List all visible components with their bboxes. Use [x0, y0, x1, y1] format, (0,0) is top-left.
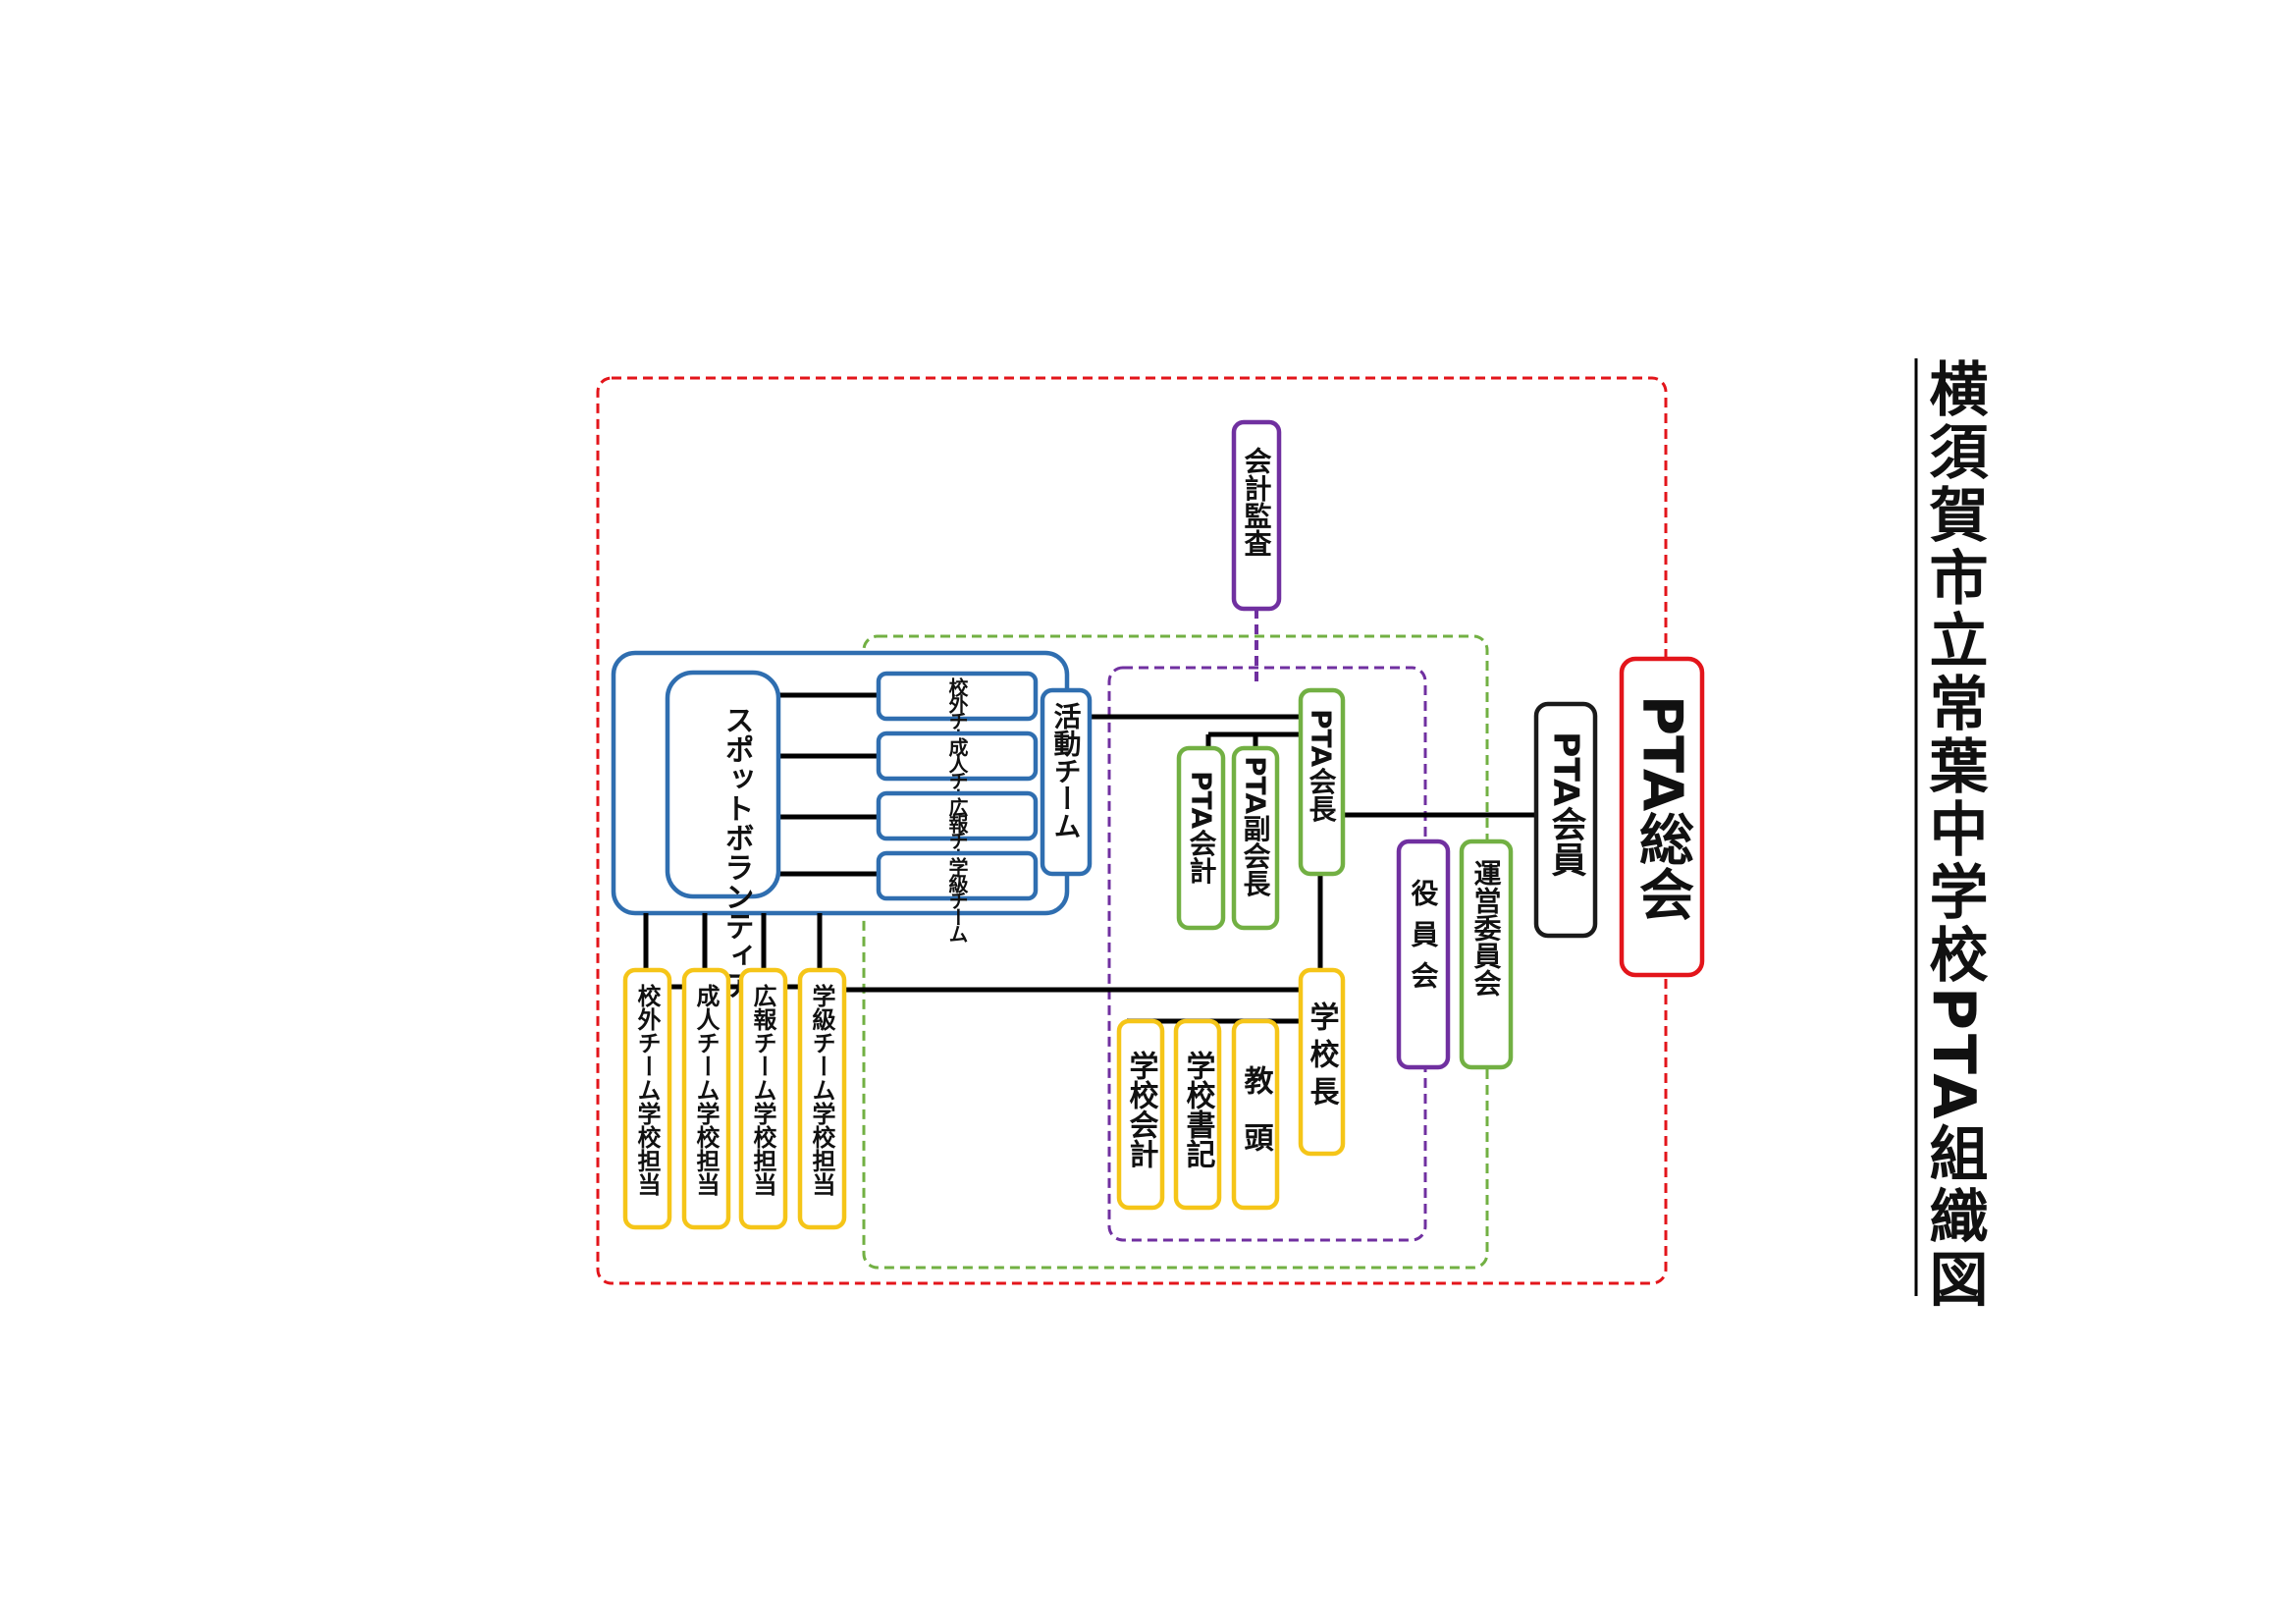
svg-text:学校書記: 学校書記 [1181, 1050, 1216, 1168]
liaison-pr-node: 広報チーム学校担当 [738, 967, 788, 1230]
svg-text:PTA会長: PTA会長 [1306, 709, 1338, 823]
svg-text:会計監査: 会計監査 [1241, 447, 1273, 557]
svg-text:学校会計: 学校会計 [1124, 1050, 1159, 1168]
svg-text:学級チーム学校担当: 学級チーム学校担当 [808, 983, 835, 1196]
svg-text:PTA会計: PTA会計 [1186, 771, 1218, 884]
team-class-node: 学級チーム [876, 850, 1039, 943]
spot-volunteer-label: スポットボランティア [720, 705, 754, 1000]
vice-principal-node: 教頭 [1231, 1018, 1280, 1211]
svg-text:教頭: 教頭 [1239, 1065, 1274, 1179]
team-outside-node: 校外チーム [876, 671, 1039, 763]
svg-text:運営委員会: 運営委員会 [1470, 859, 1503, 997]
audit-node: 会計監査 [1231, 419, 1282, 612]
pta-vice-president-node: PTA副会長 [1231, 745, 1280, 931]
svg-text:成人チーム学校担当: 成人チーム学校担当 [692, 984, 720, 1196]
svg-text:学級チーム: 学級チーム [945, 856, 969, 943]
page-title: 横須賀市立常葉中学校PTA組織図 [1919, 358, 1989, 1312]
spot-volunteer-node: スポットボランティア [665, 670, 781, 1000]
officers-meeting-node: 役員会 [1396, 839, 1451, 1070]
pta-president-node: PTA会長 [1298, 687, 1346, 877]
principal-node: 学校長 [1298, 967, 1346, 1157]
school-secretary-node: 学校書記 [1173, 1018, 1222, 1211]
pta-treasurer-node: PTA会計 [1176, 745, 1226, 931]
svg-text:活動チーム: 活動チーム [1050, 702, 1083, 839]
svg-text:PTA副会長: PTA副会長 [1240, 756, 1272, 897]
liaison-adult-node: 成人チーム学校担当 [681, 967, 731, 1230]
pta-members-node: PTA会員 [1533, 701, 1598, 939]
svg-text:学校長: 学校長 [1305, 1001, 1340, 1113]
liaison-outside-node: 校外チーム学校担当 [622, 967, 672, 1230]
steering-committee-node: 運営委員会 [1459, 839, 1514, 1070]
svg-text:PTA会員: PTA会員 [1546, 731, 1587, 877]
pta-general-meeting-node: PTA総会 [1619, 656, 1705, 978]
svg-text:役員会: 役員会 [1408, 879, 1440, 1002]
svg-text:校外チーム学校担当: 校外チーム学校担当 [633, 983, 661, 1196]
activity-team-node: 活動チーム [1040, 687, 1093, 877]
school-treasurer-node: 学校会計 [1116, 1018, 1165, 1211]
svg-text:広報チーム学校担当: 広報チーム学校担当 [749, 983, 776, 1196]
liaison-class-node: 学級チーム学校担当 [797, 967, 847, 1230]
svg-text:PTA総会: PTA総会 [1630, 695, 1694, 922]
